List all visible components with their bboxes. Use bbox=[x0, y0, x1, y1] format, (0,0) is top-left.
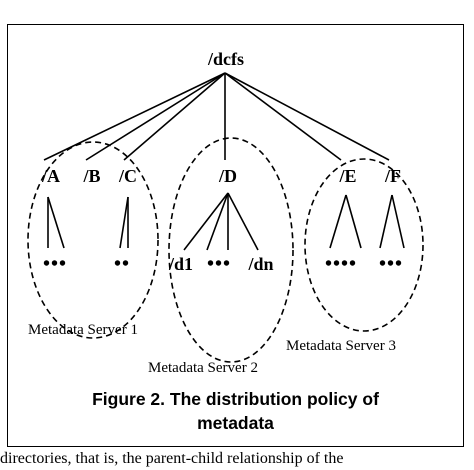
root-label: /dcfs bbox=[207, 49, 244, 69]
root-edges bbox=[43, 72, 390, 161]
dir-label-b: /B bbox=[82, 166, 100, 186]
leaf-dots-a: ••• bbox=[43, 253, 67, 275]
server-label-2: Metadata Server 2 bbox=[148, 360, 258, 376]
edge-root-b bbox=[85, 72, 226, 161]
edge-root-f bbox=[224, 72, 390, 161]
edge-c-1 bbox=[119, 196, 129, 249]
server-label-1: Metadata Server 1 bbox=[28, 322, 138, 338]
server-1-ellipse bbox=[27, 141, 159, 339]
leaf-dots-f: ••• bbox=[379, 253, 403, 275]
edge-root-e bbox=[224, 72, 342, 161]
dir-label-a: /A bbox=[41, 166, 60, 186]
leaf-dots-e: •••• bbox=[325, 253, 357, 275]
body-text-fragment: directories, that is, the parent-child r… bbox=[0, 450, 344, 467]
edge-f-1 bbox=[379, 194, 393, 249]
edge-d-1 bbox=[183, 192, 229, 251]
dir-label-f: /F bbox=[384, 166, 401, 186]
server-label-3: Metadata Server 3 bbox=[286, 338, 396, 354]
server-2-ellipse bbox=[168, 137, 294, 363]
edge-e-2 bbox=[345, 194, 362, 249]
edge-a-2 bbox=[47, 196, 65, 249]
dir-label-c: /C bbox=[118, 166, 137, 186]
leaf-dots-d: ••• bbox=[207, 253, 231, 275]
server-3-ellipse bbox=[304, 158, 424, 332]
leaf-label-d1: /d1 bbox=[168, 254, 193, 274]
edge-d-4 bbox=[227, 192, 259, 251]
caption-line-2: metadata bbox=[197, 413, 274, 433]
edge-f-2 bbox=[391, 194, 405, 249]
edge-d-2 bbox=[206, 192, 229, 251]
dir-label-d: /D bbox=[218, 166, 237, 186]
leaf-edges bbox=[47, 192, 405, 251]
caption-line-1: Figure 2. The distribution policy of bbox=[92, 389, 379, 409]
figure-caption: Figure 2. The distribution policy of met… bbox=[7, 387, 464, 435]
dir-label-e: /E bbox=[338, 166, 356, 186]
figure-frame bbox=[7, 24, 464, 447]
edge-root-c bbox=[123, 72, 226, 161]
leaf-dots-c: •• bbox=[114, 253, 130, 275]
edge-e-1 bbox=[329, 194, 347, 249]
edge-root-a bbox=[43, 72, 226, 161]
leaf-label-dn: /dn bbox=[247, 254, 273, 274]
